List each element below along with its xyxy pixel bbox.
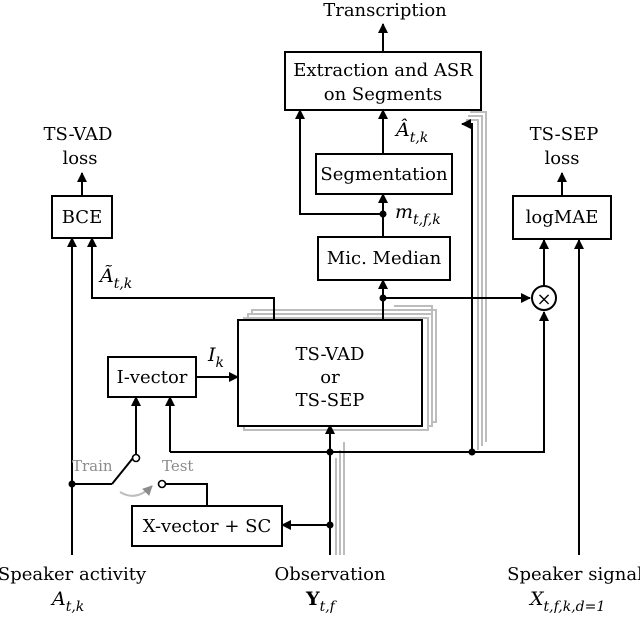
- speaker-signal-symbol: Xt,f,k,d=1: [528, 588, 605, 613]
- segmentation-label: Segmentation: [320, 164, 448, 185]
- speaker-signal-label: Speaker signal: [507, 564, 640, 585]
- m-label: mt,f,k: [395, 201, 441, 228]
- model-line1: TS-VAD: [296, 344, 365, 365]
- test-label: Test: [162, 457, 193, 475]
- speaker-activity-label: Speaker activity: [0, 564, 147, 585]
- bce-box: BCE: [51, 195, 113, 239]
- observation-label: Observation: [274, 564, 386, 585]
- ivector-label: I-vector: [117, 367, 188, 388]
- transcription-label: Transcription: [323, 0, 447, 21]
- model-line2: or: [320, 367, 340, 388]
- logmae-box: logMAE: [512, 195, 612, 240]
- train-label: Train: [72, 457, 113, 475]
- logmae-label: logMAE: [526, 207, 599, 228]
- ivector-box: I-vector: [107, 356, 197, 398]
- ik-label: Ik: [207, 344, 224, 371]
- junction-dots: [68, 210, 476, 529]
- segmentation-box: Segmentation: [315, 153, 453, 195]
- a-hat-label: Ât,k: [394, 118, 428, 146]
- extraction-box: Extraction and ASR on Segments: [284, 51, 482, 111]
- xvector-label: X-vector + SC: [143, 516, 271, 537]
- multiply-icon: ×: [536, 289, 551, 310]
- multiply-node: ×: [531, 285, 557, 311]
- extraction-line1: Extraction and ASR: [293, 60, 473, 81]
- tsvad-loss-line2: loss: [62, 148, 97, 169]
- mic-median-box: Mic. Median: [317, 236, 451, 281]
- observation-symbol: Yt,f: [305, 588, 338, 613]
- a-tilde-label: Ãt,k: [98, 265, 132, 292]
- tsvad-loss-line1: TS-VAD: [44, 124, 113, 145]
- extraction-line2: on Segments: [324, 84, 442, 105]
- speaker-activity-symbol: At,k: [50, 588, 84, 613]
- model-line3: TS-SEP: [296, 390, 365, 411]
- model-box: TS-VAD or TS-SEP: [237, 319, 423, 427]
- tssep-loss-line1: TS-SEP: [530, 124, 599, 145]
- bce-label: BCE: [62, 207, 102, 228]
- wires: [67, 23, 584, 555]
- tssep-loss-line2: loss: [544, 148, 579, 169]
- switch-arrow: [119, 485, 153, 497]
- xvector-box: X-vector + SC: [131, 505, 283, 547]
- mic-median-label: Mic. Median: [327, 248, 442, 269]
